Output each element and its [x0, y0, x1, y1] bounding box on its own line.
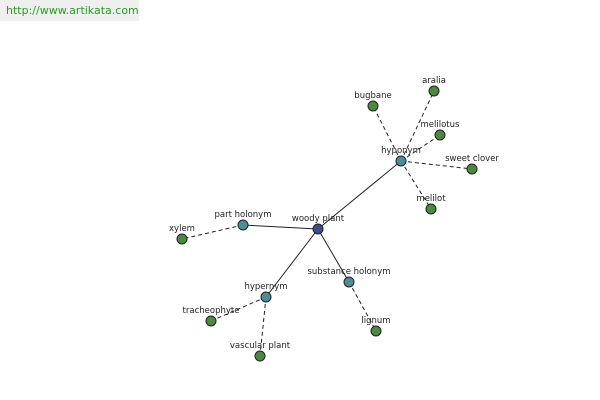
edge-substance-holonym-lignum	[348, 281, 377, 332]
node-substance-holonym[interactable]	[343, 276, 355, 288]
label-woody-plant: woody plant	[292, 214, 345, 224]
edge-substance-holonym	[317, 228, 350, 283]
graph-nodes	[176, 85, 478, 362]
site-link[interactable]: http://www.artikata.com	[0, 0, 139, 21]
edge-part-holonym	[242, 224, 319, 230]
node-xylem[interactable]	[176, 233, 188, 245]
node-sweet-clover[interactable]	[466, 163, 478, 175]
label-substance-holonym: substance holonym	[307, 267, 390, 277]
label-tracheophyte: tracheophyte	[183, 306, 240, 316]
node-hyponym[interactable]	[395, 155, 407, 167]
edge-hyponym-aralia	[400, 90, 435, 162]
node-aralia[interactable]	[428, 85, 440, 97]
node-lignum[interactable]	[370, 325, 382, 337]
label-hypernym: hypernym	[244, 282, 287, 292]
edge-hyponym-sweet-clover	[400, 160, 473, 170]
node-melilot[interactable]	[425, 203, 437, 215]
node-bugbane[interactable]	[367, 100, 379, 112]
node-tracheophyte[interactable]	[205, 315, 217, 327]
edge-part-holonym-xylem	[181, 224, 244, 240]
label-melilotus: melilotus	[421, 120, 461, 130]
edge-hypernym-tracheophyte	[210, 296, 267, 322]
label-lignum: lignum	[361, 316, 390, 326]
node-woody-plant[interactable]	[312, 223, 324, 235]
node-hypernym[interactable]	[260, 291, 272, 303]
label-part-holonym: part holonym	[215, 210, 272, 220]
label-melilot: melilot	[416, 194, 446, 204]
node-melilotus[interactable]	[434, 129, 446, 141]
node-part-holonym[interactable]	[237, 219, 249, 231]
label-bugbane: bugbane	[354, 91, 391, 101]
edge-hypernym-vascular-plant	[259, 296, 267, 357]
edge-hypernym	[265, 228, 319, 298]
label-xylem: xylem	[169, 224, 195, 234]
node-vascular-plant[interactable]	[254, 350, 266, 362]
graph-edges	[181, 90, 473, 357]
edge-hyponym	[317, 160, 402, 230]
edge-hyponym-melilot	[400, 160, 432, 210]
graph-labels: woody plant hyponym bugbane aralia melilotus…	[169, 76, 499, 351]
label-vascular-plant: vascular plant	[230, 341, 291, 351]
edge-hyponym-bugbane	[372, 105, 402, 162]
label-sweet-clover: sweet clover	[445, 154, 499, 164]
label-hyponym: hyponym	[381, 146, 421, 156]
edge-hyponym-melilotus	[400, 134, 441, 162]
label-aralia: aralia	[422, 76, 446, 86]
